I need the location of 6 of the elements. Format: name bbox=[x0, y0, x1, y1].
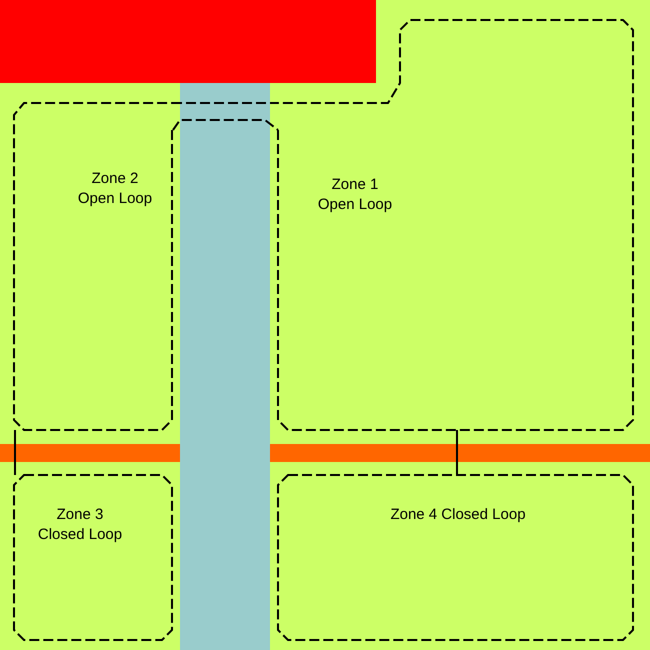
zone-label: Zone 2 Open Loop bbox=[76, 169, 154, 209]
zone-label: Zone 1 Open Loop bbox=[316, 175, 394, 215]
zone-label: Zone 4 Closed Loop bbox=[389, 505, 527, 525]
zone-label: Zone 3 Closed Loop bbox=[36, 505, 124, 545]
connecting-wire bbox=[14, 430, 16, 475]
connecting-wire bbox=[456, 430, 458, 475]
